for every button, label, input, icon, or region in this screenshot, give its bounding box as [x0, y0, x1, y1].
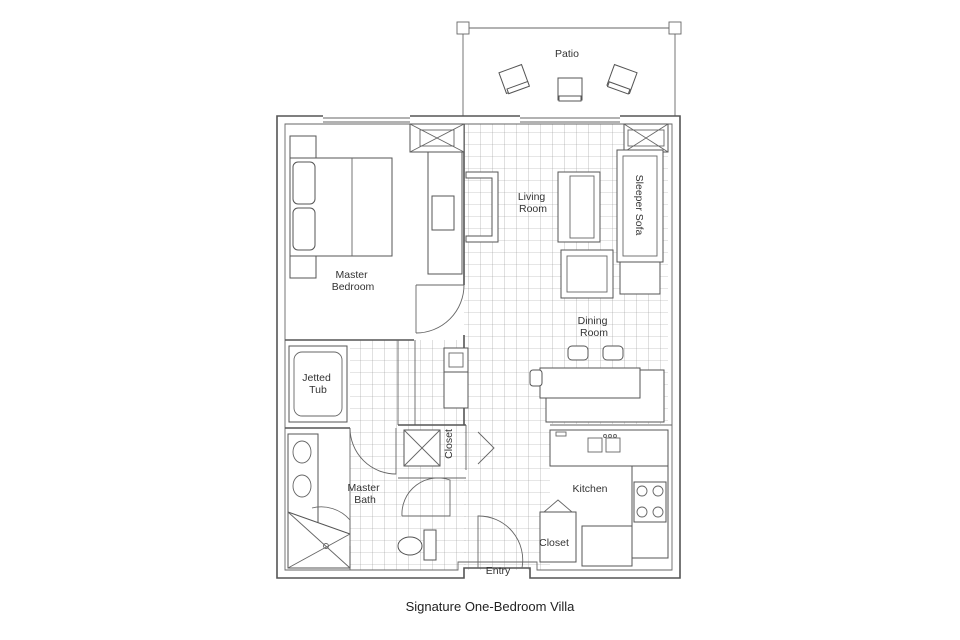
room-label-jetted-tub-line1: Jetted: [302, 372, 331, 384]
room-label-master-bedroom-line1: Master: [335, 269, 368, 281]
dining-room: [529, 345, 665, 423]
room-label-kitchen: Kitchen: [572, 483, 607, 495]
kitchen-tile-floor: [464, 424, 550, 570]
room-label-master-bedroom-line2: Bedroom: [332, 281, 375, 293]
room-label-patio: Patio: [555, 48, 579, 60]
room-label-living-room-line1: Living: [518, 191, 546, 203]
living-room: [465, 123, 669, 299]
room-label-dining-room: Dining Room: [578, 315, 611, 339]
room-label-dining-room-line1: Dining: [578, 315, 608, 327]
room-label-master-bath-line1: Master: [347, 482, 380, 494]
corner-shower: [287, 511, 351, 569]
jetted-tub: [288, 345, 348, 423]
stove: [633, 481, 667, 523]
room-label-living-room: Living Room: [518, 191, 548, 215]
room-label-living-room-line2: Room: [519, 203, 547, 215]
bar-stool: [529, 369, 543, 387]
room-label-master-bedroom: Master Bedroom: [332, 269, 375, 293]
patio-chair: [498, 63, 531, 95]
room-label-master-bath: Master Bath: [347, 482, 382, 506]
patio-chair: [606, 63, 638, 95]
master-bedroom: [289, 123, 465, 334]
sleeper-sofa: [616, 149, 664, 263]
coffee-table: [557, 171, 601, 243]
patio: [456, 21, 682, 116]
closet-door: [477, 431, 495, 465]
room-label-sleeper-sofa: Sleeper Sofa: [633, 175, 645, 236]
room-label-closet-entry: Closet: [539, 537, 569, 549]
room-label-jetted-tub: Jetted Tub: [302, 372, 334, 396]
room-label-entry: Entry: [486, 565, 511, 577]
toilet: [397, 529, 437, 561]
plan-caption: Signature One-Bedroom Villa: [406, 599, 576, 614]
bath-fixtures: [287, 347, 495, 569]
kitchen: [477, 429, 669, 569]
armchair: [465, 171, 499, 243]
bar-stool: [602, 345, 624, 361]
room-label-master-bath-line2: Bath: [354, 494, 376, 506]
room-label-dining-room-line2: Room: [580, 327, 608, 339]
tv-stand: [431, 195, 455, 231]
room-label-jetted-tub-line2: Tub: [309, 384, 327, 396]
bar-stool: [567, 345, 589, 361]
exterior-walls: [276, 114, 681, 579]
bed: [289, 135, 393, 279]
patio-chair: [557, 77, 583, 102]
room-label-closet-bath: Closet: [443, 429, 455, 459]
